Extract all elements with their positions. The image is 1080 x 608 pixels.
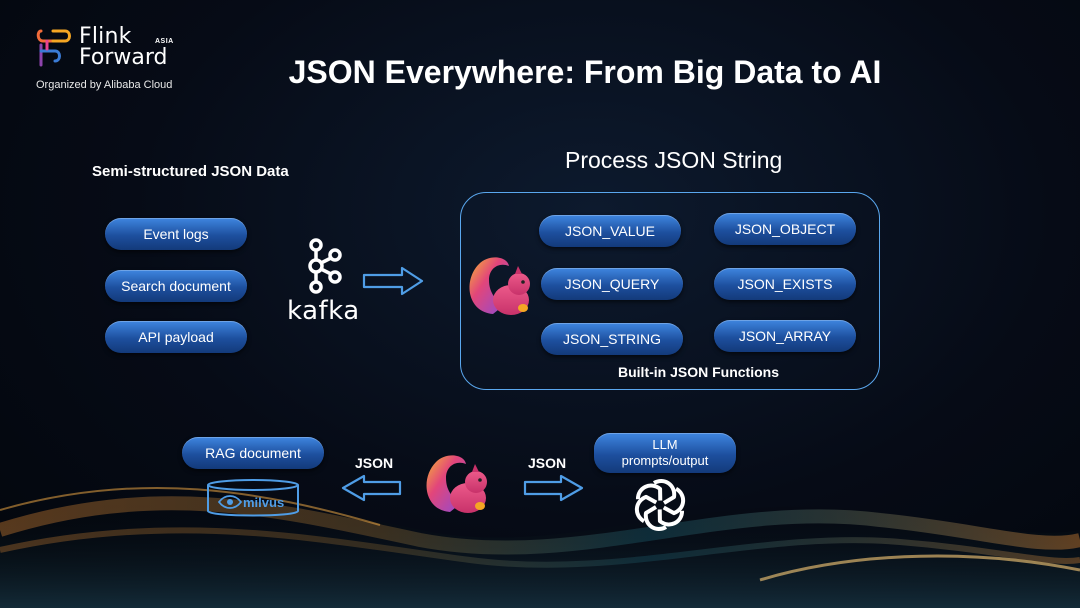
- pill-rag-document: RAG document: [182, 437, 324, 469]
- kafka-icon: [308, 238, 342, 294]
- process-heading: Process JSON String: [565, 147, 783, 173]
- pill-json-query: JSON_QUERY: [541, 268, 683, 300]
- logo-line2: Forward: [79, 45, 168, 70]
- pill-search-document: Search document: [105, 270, 247, 302]
- flink-squirrel-icon: [469, 257, 530, 315]
- flink-forward-logo-icon: [36, 29, 71, 67]
- arrow-right-icon: [362, 266, 424, 296]
- llm-label-line2: prompts/output: [621, 453, 709, 468]
- kafka-label: kafka: [287, 296, 360, 326]
- pill-json-object: JSON_OBJECT: [714, 213, 856, 245]
- pill-json-string: JSON_STRING: [541, 323, 683, 355]
- json-label-right: JSON: [528, 455, 567, 471]
- pill-json-array: JSON_ARRAY: [714, 320, 856, 352]
- pill-api-payload: API payload: [105, 321, 247, 353]
- json-functions-panel: [460, 192, 880, 390]
- slide-title: JSON Everywhere: From Big Data to AI: [288, 54, 882, 90]
- background-wave: [0, 486, 1080, 608]
- logo-line1: Flink: [79, 24, 132, 49]
- flink-squirrel-icon: [426, 455, 487, 513]
- arrow-left-icon: [341, 474, 402, 502]
- left-heading: Semi-structured JSON Data: [92, 163, 289, 180]
- milvus-icon: milvus: [207, 479, 299, 517]
- milvus-label: milvus: [243, 495, 284, 510]
- logo-organizer: Organized by Alibaba Cloud: [36, 79, 173, 91]
- pill-llm: LLM prompts/output: [594, 433, 736, 473]
- logo-region: ASIA: [155, 38, 174, 45]
- panel-caption: Built-in JSON Functions: [618, 364, 779, 380]
- openai-icon: [634, 478, 686, 532]
- pill-json-value: JSON_VALUE: [539, 215, 681, 247]
- pill-json-exists: JSON_EXISTS: [714, 268, 856, 300]
- pill-event-logs: Event logs: [105, 218, 247, 250]
- llm-label-line1: LLM: [652, 437, 678, 452]
- arrow-right-icon: [523, 474, 584, 502]
- json-label-left: JSON: [355, 455, 394, 471]
